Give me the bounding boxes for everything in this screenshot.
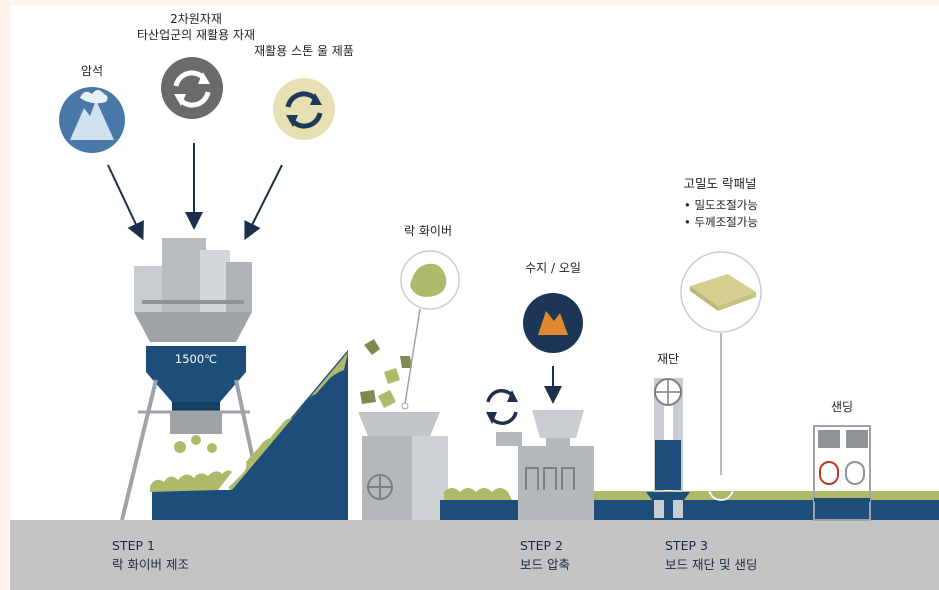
rock-fiber-icon bbox=[400, 250, 460, 410]
rock-panel-icon bbox=[680, 251, 762, 501]
panel-features: • 밀도조절가능 • 두께조절가능 bbox=[684, 197, 758, 230]
rock-icon bbox=[59, 87, 125, 153]
cutting-label: 재단 bbox=[656, 352, 680, 366]
step-2-number: STEP 2 bbox=[520, 538, 563, 553]
crusher-1 bbox=[358, 339, 448, 520]
secondary-material-label-line1: 2차원자재 bbox=[170, 12, 222, 26]
sanding-machine bbox=[813, 425, 871, 521]
silos bbox=[134, 238, 252, 342]
step-2: STEP 2 보드 압축 bbox=[520, 536, 570, 575]
panel-title: 고밀도 락패널 bbox=[683, 176, 757, 191]
resin-oil-icon bbox=[523, 293, 583, 404]
step-1-number: STEP 1 bbox=[112, 538, 155, 553]
incline-conveyor bbox=[150, 350, 348, 520]
ground bbox=[10, 520, 939, 590]
recycle-beige-icon bbox=[273, 78, 335, 140]
arrow-rock bbox=[107, 164, 144, 241]
step-3-number: STEP 3 bbox=[665, 538, 708, 553]
recycle-gray-icon bbox=[161, 57, 223, 119]
step-2-desc: 보드 압축 bbox=[520, 557, 570, 573]
step-3: STEP 3 보드 재단 및 샌딩 bbox=[665, 536, 757, 575]
arrow-recycled bbox=[244, 164, 283, 241]
furnace-temp-label: 1500℃ bbox=[174, 352, 218, 366]
resin-oil-label: 수지 / 오일 bbox=[525, 261, 581, 275]
recycled-product-label: 재활용 스톤 울 제품 bbox=[254, 44, 354, 58]
rotate-icon bbox=[486, 389, 518, 425]
step-1-desc: 락 화이버 제조 bbox=[112, 557, 189, 573]
sanding-label: 샌딩 bbox=[830, 400, 854, 414]
step-1: STEP 1 락 화이버 제조 bbox=[112, 536, 189, 575]
panel-feature-density: • 밀도조절가능 bbox=[684, 198, 758, 212]
cutter-machine bbox=[646, 378, 690, 518]
rock-fiber-label: 락 화이버 bbox=[404, 224, 452, 238]
step-3-desc: 보드 재단 및 샌딩 bbox=[665, 557, 758, 573]
secondary-material-label-line2: 타산업군의 재활용 자재 bbox=[136, 28, 256, 42]
rock-label: 암석 bbox=[80, 64, 104, 78]
panel-feature-thickness: • 두께조절가능 bbox=[684, 214, 758, 229]
press-machine bbox=[496, 410, 594, 520]
